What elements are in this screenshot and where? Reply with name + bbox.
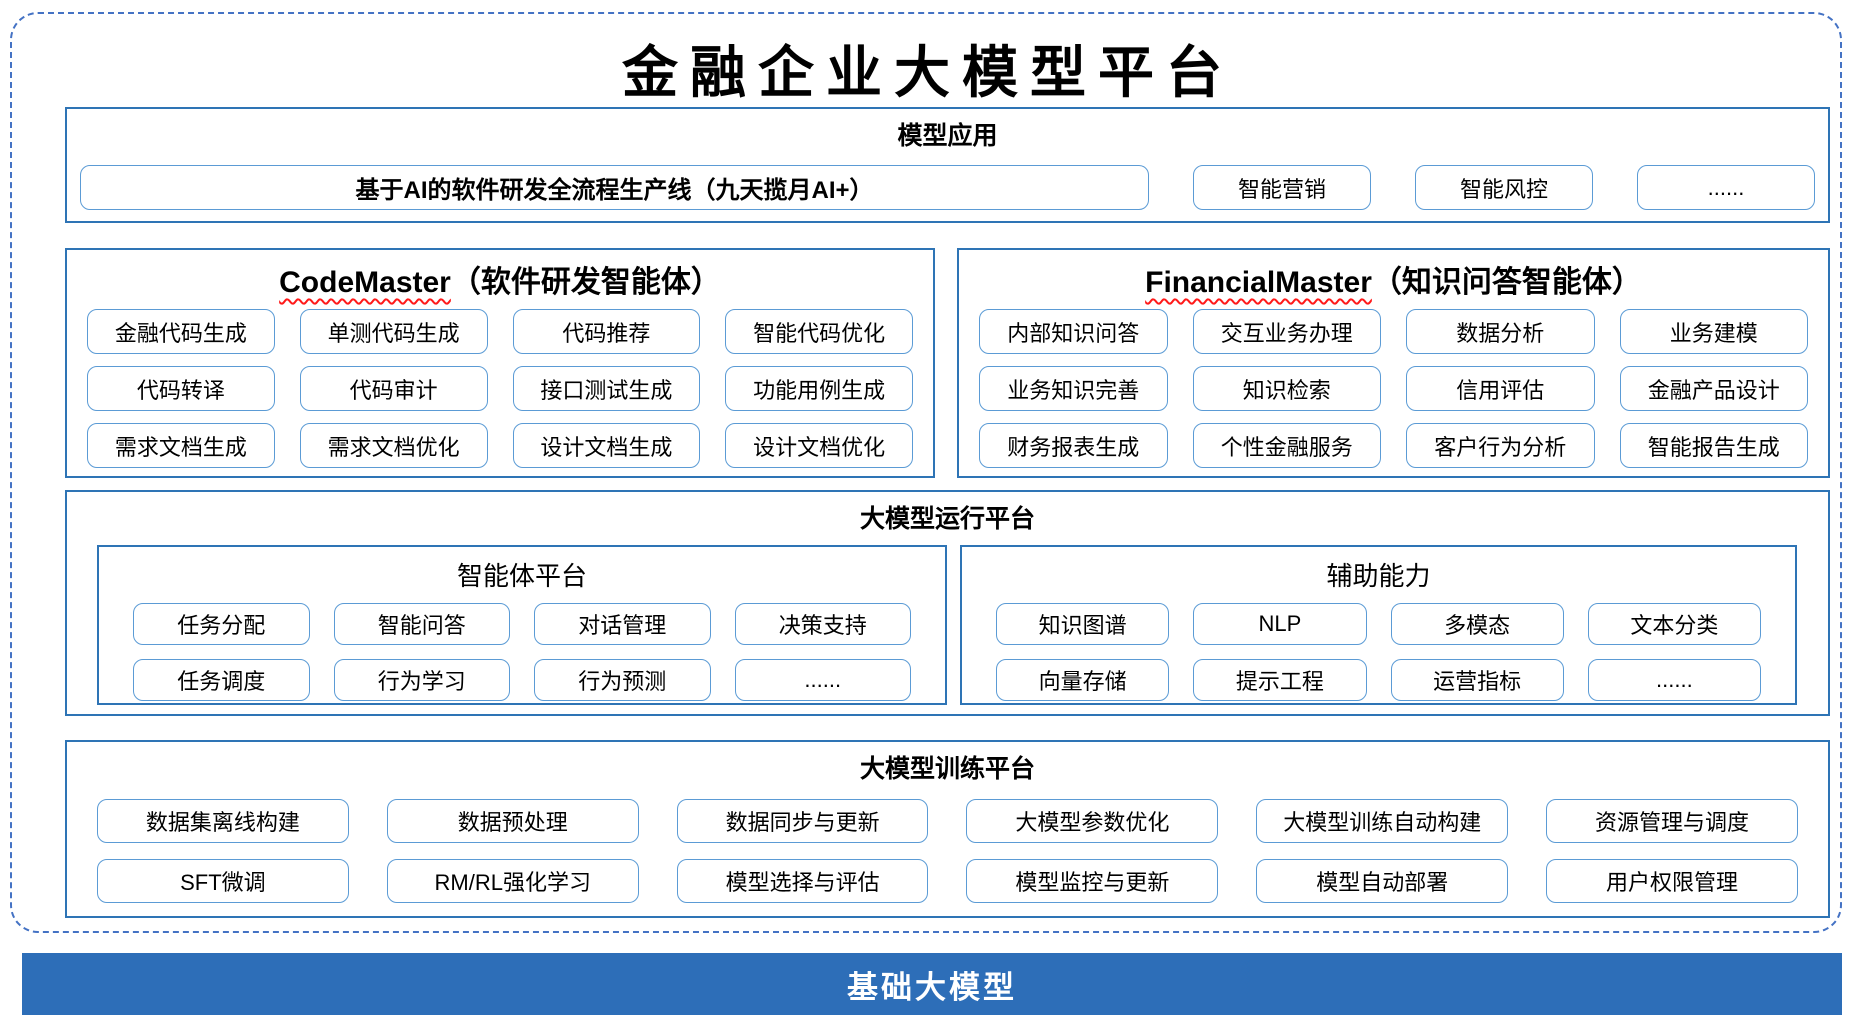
diagram-box: 个性金融服务 — [1192, 423, 1381, 468]
diagram-box: 功能用例生成 — [725, 366, 913, 411]
section-codemaster: CodeMaster（软件研发智能体） 金融代码生成 单测代码生成 代码推荐 智… — [65, 248, 935, 478]
training-row: 数据集离线构建 数据预处理 数据同步与更新 大模型参数优化 大模型训练自动构建 … — [97, 799, 1798, 843]
diagram-box: SFT微调 — [97, 859, 349, 903]
diagram-box: RM/RL强化学习 — [386, 859, 639, 903]
section-training-platform: 大模型训练平台 数据集离线构建 数据预处理 数据同步与更新 大模型参数优化 大模… — [65, 740, 1830, 918]
diagram-box: 需求文档生成 — [87, 423, 275, 468]
section-runtime-platform: 大模型运行平台 智能体平台 任务分配 智能问答 对话管理 决策支持 任务调度 行… — [65, 490, 1830, 716]
diagram-box: 文本分类 — [1587, 603, 1761, 645]
financialmaster-name: FinancialMaster — [1145, 266, 1372, 299]
diagram-box: 设计文档生成 — [512, 423, 701, 468]
diagram-box: 行为预测 — [534, 659, 711, 701]
diagram-box-ai-pipeline: 基于AI的软件研发全流程生产线（九天揽月AI+） — [80, 165, 1149, 210]
diagram-box: NLP — [1193, 603, 1367, 645]
diagram-box: 业务建模 — [1619, 309, 1808, 354]
diagram-box: 知识图谱 — [996, 603, 1170, 645]
diagram-box: 代码推荐 — [512, 309, 701, 354]
diagram-box: 行为学习 — [333, 659, 510, 701]
diagram-box: 数据预处理 — [386, 799, 639, 843]
codemaster-row: 需求文档生成 需求文档优化 设计文档生成 设计文档优化 — [87, 423, 913, 468]
diagram-box: 模型选择与评估 — [676, 859, 929, 903]
diagram-box: 提示工程 — [1193, 659, 1367, 701]
diagram-box: 代码转译 — [87, 366, 275, 411]
diagram-box: 智能营销 — [1193, 165, 1371, 210]
diagram-box: 智能代码优化 — [725, 309, 913, 354]
codemaster-subtitle: （软件研发智能体） — [450, 266, 721, 299]
diagram-box: 单测代码生成 — [299, 309, 488, 354]
diagram-box: 代码审计 — [299, 366, 488, 411]
diagram-box: 运营指标 — [1390, 659, 1564, 701]
diagram-box: 信用评估 — [1406, 366, 1595, 411]
section-model-applications: 模型应用 基于AI的软件研发全流程生产线（九天揽月AI+） 智能营销 智能风控 … — [65, 107, 1830, 223]
diagram-box: 数据同步与更新 — [676, 799, 929, 843]
diagram-box: 内部知识问答 — [979, 309, 1168, 354]
financialmaster-row: 财务报表生成 个性金融服务 客户行为分析 智能报告生成 — [979, 423, 1808, 468]
diagram-box: 金融产品设计 — [1619, 366, 1808, 411]
diagram-box: 知识检索 — [1192, 366, 1381, 411]
diagram-box-ellipsis: ...... — [1637, 165, 1815, 210]
section-header-codemaster: CodeMaster（软件研发智能体） — [87, 254, 913, 306]
diagram-box: 模型监控与更新 — [966, 859, 1219, 903]
financialmaster-row: 内部知识问答 交互业务办理 数据分析 业务建模 — [979, 309, 1808, 354]
agent-platform-row: 任务分配 智能问答 对话管理 决策支持 — [133, 603, 911, 645]
section-header-financialmaster: FinancialMaster（知识问答智能体） — [979, 254, 1808, 306]
diagram-box: 决策支持 — [734, 603, 911, 645]
subsection-agent-platform: 智能体平台 任务分配 智能问答 对话管理 决策支持 任务调度 行为学习 行为预测… — [97, 545, 947, 705]
foundation-model-bar: 基础大模型 — [22, 953, 1842, 1015]
diagram-box: 财务报表生成 — [979, 423, 1168, 468]
codemaster-row: 代码转译 代码审计 接口测试生成 功能用例生成 — [87, 366, 913, 411]
diagram-box: 设计文档优化 — [725, 423, 913, 468]
diagram-box: 数据集离线构建 — [97, 799, 349, 843]
diagram-box: 接口测试生成 — [512, 366, 701, 411]
subsection-header-auxiliary-capabilities: 辅助能力 — [1326, 561, 1431, 591]
section-header-training-platform: 大模型训练平台 — [859, 755, 1035, 783]
diagram-box: 用户权限管理 — [1546, 859, 1798, 903]
financialmaster-row: 业务知识完善 知识检索 信用评估 金融产品设计 — [979, 366, 1808, 411]
diagram-box: 金融代码生成 — [87, 309, 275, 354]
auxiliary-row: 向量存储 提示工程 运营指标 ...... — [996, 659, 1761, 701]
diagram-box: 大模型参数优化 — [966, 799, 1219, 843]
diagram-box-ellipsis: ...... — [1587, 659, 1761, 701]
dashed-outer-frame — [10, 12, 1842, 933]
diagram-box: 模型自动部署 — [1256, 859, 1509, 903]
diagram-box: 向量存储 — [996, 659, 1170, 701]
model-applications-row: 基于AI的软件研发全流程生产线（九天揽月AI+） 智能营销 智能风控 .....… — [67, 165, 1828, 210]
financialmaster-subtitle: （知识问答智能体） — [1371, 266, 1642, 299]
diagram-box-ellipsis: ...... — [734, 659, 911, 701]
diagram-box: 客户行为分析 — [1406, 423, 1595, 468]
codemaster-name: CodeMaster — [279, 266, 451, 299]
agents-band: CodeMaster（软件研发智能体） 金融代码生成 单测代码生成 代码推荐 智… — [65, 248, 1830, 478]
diagram-box: 需求文档优化 — [299, 423, 488, 468]
section-header-model-applications: 模型应用 — [897, 122, 998, 150]
diagram-box: 多模态 — [1390, 603, 1564, 645]
diagram-box: 业务知识完善 — [979, 366, 1168, 411]
page-title: 金融企业大模型平台 — [622, 43, 1234, 105]
diagram-box: 智能报告生成 — [1619, 423, 1808, 468]
diagram-box: 资源管理与调度 — [1546, 799, 1798, 843]
section-header-runtime-platform: 大模型运行平台 — [859, 505, 1035, 533]
section-financialmaster: FinancialMaster（知识问答智能体） 内部知识问答 交互业务办理 数… — [957, 248, 1830, 478]
diagram-box: 任务调度 — [133, 659, 310, 701]
runtime-columns: 智能体平台 任务分配 智能问答 对话管理 决策支持 任务调度 行为学习 行为预测… — [97, 545, 1828, 705]
subsection-header-agent-platform: 智能体平台 — [456, 561, 587, 591]
diagram-box: 数据分析 — [1406, 309, 1595, 354]
diagram-box: 大模型训练自动构建 — [1256, 799, 1509, 843]
diagram-box: 任务分配 — [133, 603, 310, 645]
training-row: SFT微调 RM/RL强化学习 模型选择与评估 模型监控与更新 模型自动部署 用… — [97, 859, 1798, 903]
diagram-box: 交互业务办理 — [1192, 309, 1381, 354]
agent-platform-row: 任务调度 行为学习 行为预测 ...... — [133, 659, 911, 701]
subsection-auxiliary-capabilities: 辅助能力 知识图谱 NLP 多模态 文本分类 向量存储 提示工程 运营指标 ..… — [960, 545, 1797, 705]
diagram-box: 智能风控 — [1415, 165, 1593, 210]
diagram-box: 智能问答 — [333, 603, 510, 645]
codemaster-row: 金融代码生成 单测代码生成 代码推荐 智能代码优化 — [87, 309, 913, 354]
diagram-box: 对话管理 — [534, 603, 711, 645]
auxiliary-row: 知识图谱 NLP 多模态 文本分类 — [996, 603, 1761, 645]
